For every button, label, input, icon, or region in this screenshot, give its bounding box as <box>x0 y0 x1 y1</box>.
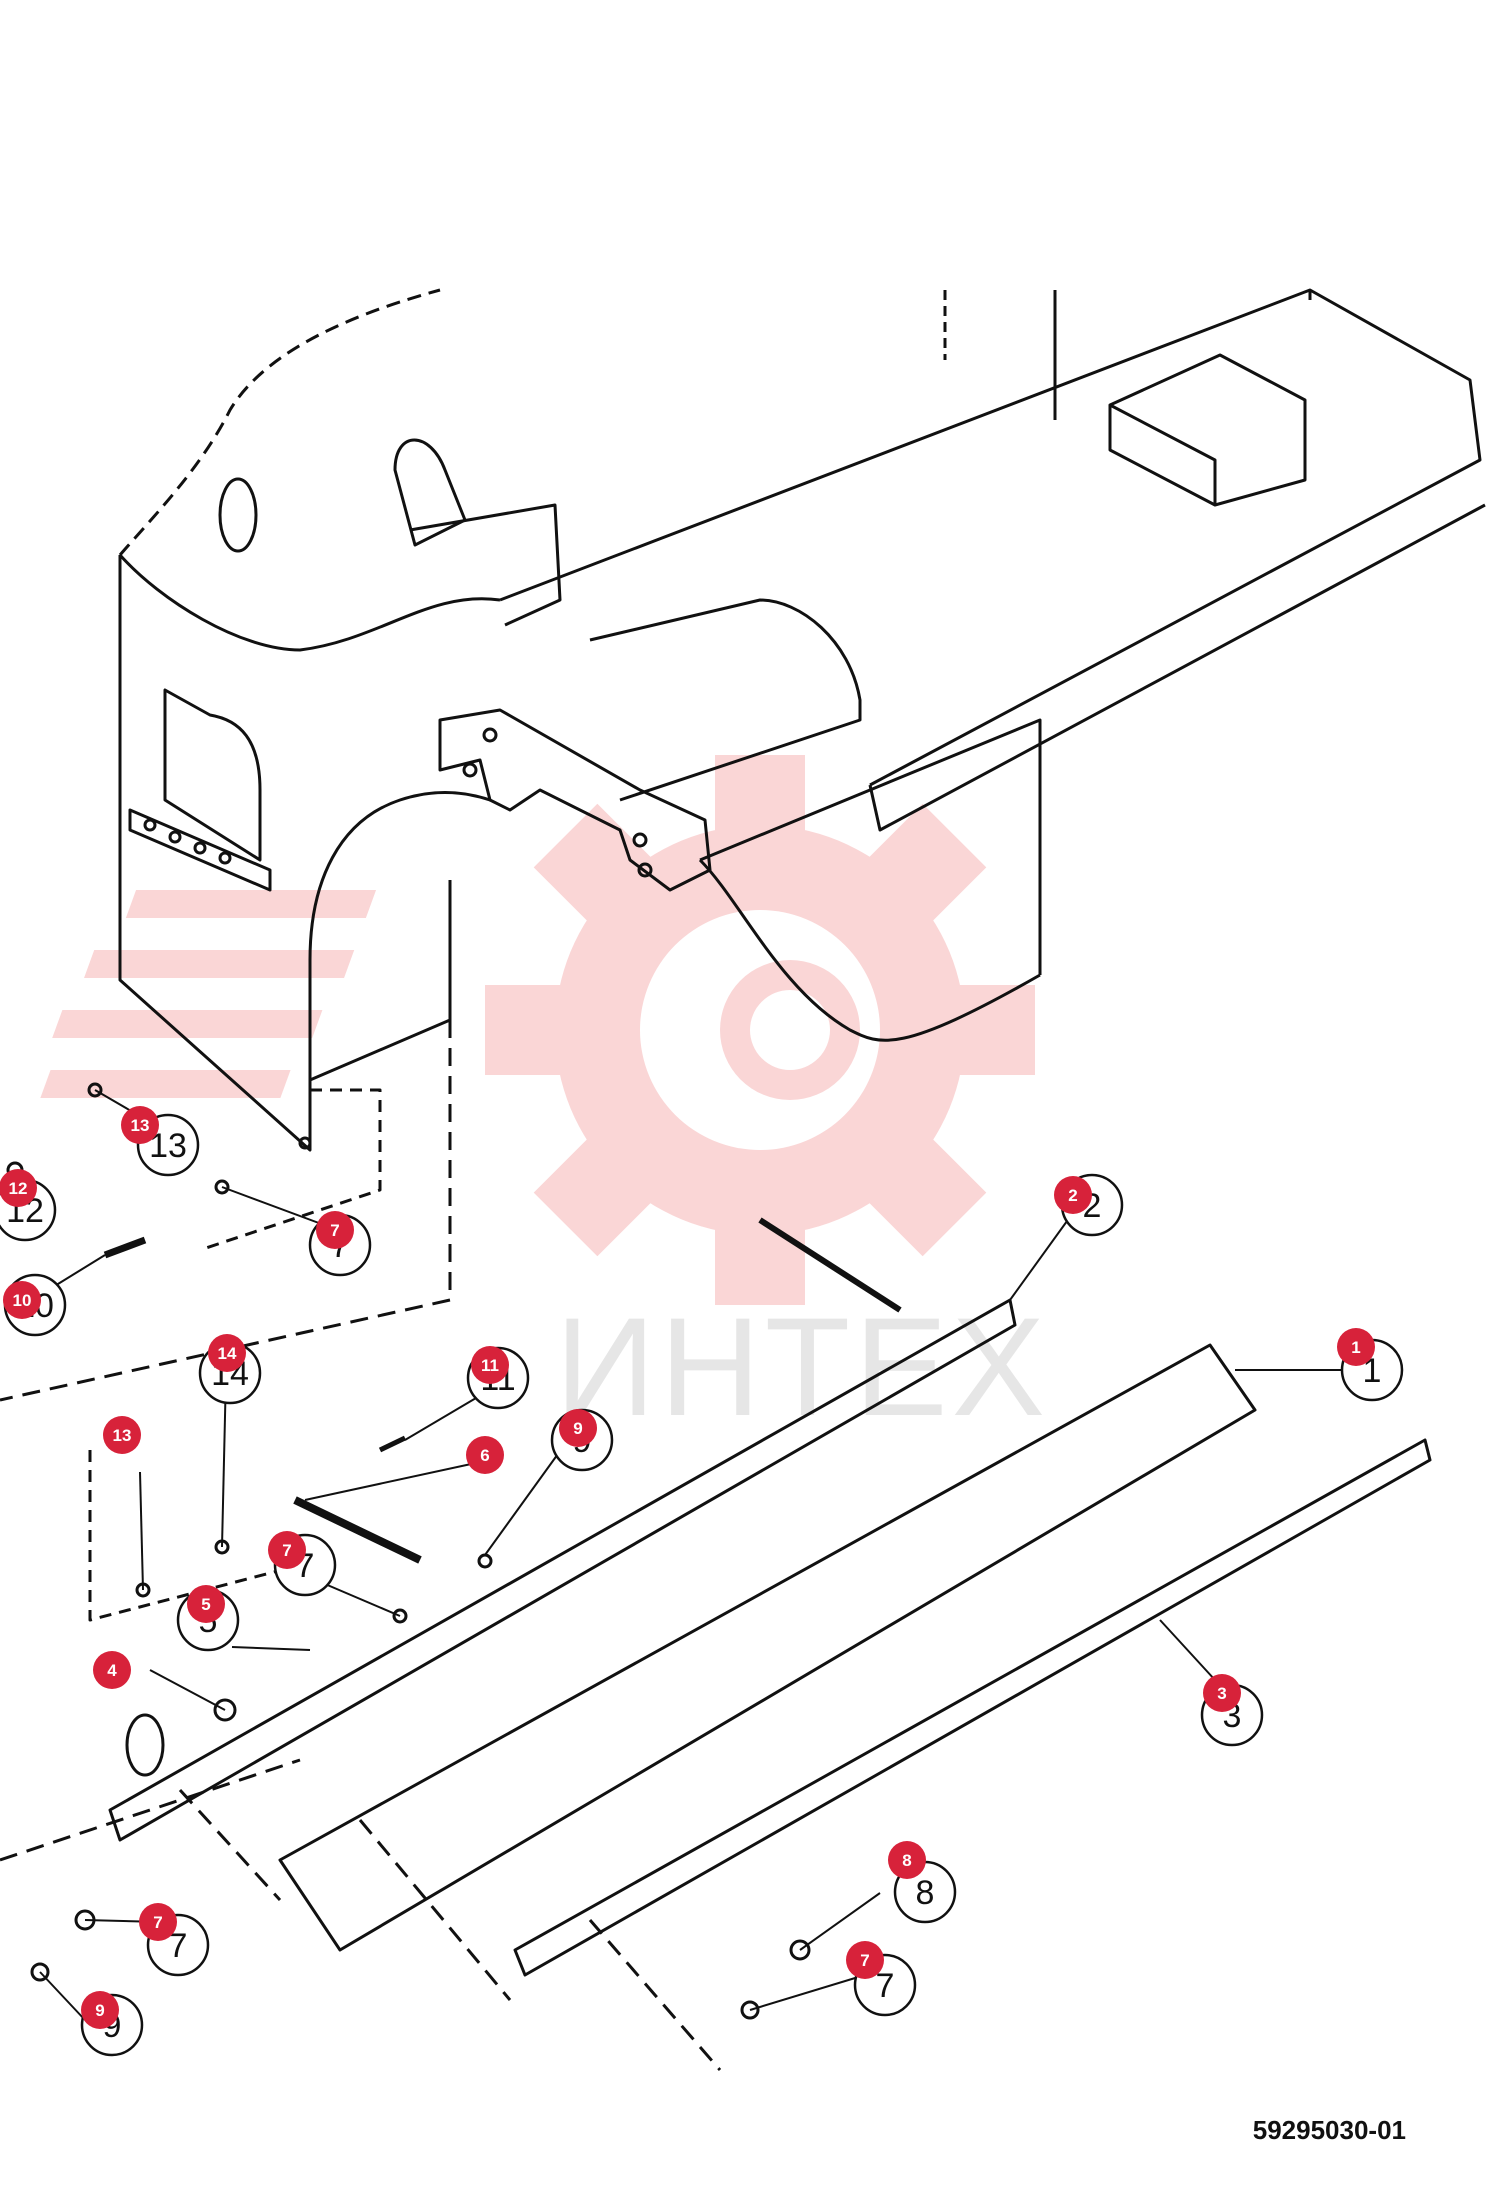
callout-badge[interactable] <box>139 1903 177 1941</box>
callout-badge[interactable] <box>81 1991 119 2029</box>
callout-badge-number: 10 <box>13 1291 32 1310</box>
callout-7a: 77 <box>308 1211 372 1277</box>
callout-9b: 99 <box>80 1991 144 2057</box>
callout-7c: 77 <box>139 1903 210 1977</box>
callout-3: 33 <box>1200 1674 1264 1747</box>
watermark-gear-icon <box>40 755 1035 1305</box>
callout-badge-number: 7 <box>860 1951 869 1970</box>
ring-part-4 <box>125 1713 165 1777</box>
callout-badge-number: 13 <box>131 1116 150 1135</box>
callout-badge-number: 12 <box>9 1179 28 1198</box>
callout-badge[interactable] <box>1203 1674 1241 1712</box>
callout-badge[interactable] <box>121 1106 159 1144</box>
callout-badge-number: 7 <box>330 1221 339 1240</box>
callout-7d: 77 <box>846 1941 917 2017</box>
callout-10: 1010 <box>3 1273 67 1337</box>
callout-6: 6 <box>466 1436 504 1474</box>
callout-badge[interactable] <box>466 1436 504 1474</box>
callout-7b: 77 <box>268 1531 337 1597</box>
callout-badge-number: 9 <box>95 2001 104 2020</box>
callout-badge[interactable] <box>559 1409 597 1447</box>
callout-badge[interactable] <box>1054 1176 1092 1214</box>
strip-part-2 <box>108 1298 1017 1842</box>
callout-badge[interactable] <box>93 1651 131 1689</box>
drawing-code: 59295030-01 <box>1252 2115 1406 2145</box>
callout-2: 22 <box>1054 1173 1124 1237</box>
callout-9a: 99 <box>550 1408 614 1472</box>
leader-lines <box>14 1089 1355 2021</box>
callout-label: 7 <box>876 1967 895 2005</box>
callout-badge-number: 4 <box>107 1661 117 1680</box>
callout-badge[interactable] <box>471 1346 509 1384</box>
rod-part-6 <box>293 1496 422 1564</box>
callout-badge[interactable] <box>316 1211 354 1249</box>
callout-13b: 13 <box>103 1416 141 1454</box>
watermark-text: ИНТЕХ <box>555 1288 1049 1445</box>
callout-5: 55 <box>176 1585 240 1652</box>
callout-badge-number: 8 <box>902 1851 911 1870</box>
callout-badge-number: 3 <box>1217 1684 1226 1703</box>
callout-badge[interactable] <box>888 1841 926 1879</box>
callout-badge[interactable] <box>187 1585 225 1623</box>
callout-badge[interactable] <box>3 1281 41 1319</box>
callout-badge-number: 11 <box>481 1356 499 1375</box>
callout-badge[interactable] <box>103 1416 141 1454</box>
plate-part-1 <box>278 1343 1257 1952</box>
main-frame <box>0 288 1486 2071</box>
callout-badge-number: 2 <box>1068 1186 1077 1205</box>
callout-badge-number: 6 <box>480 1446 489 1465</box>
callout-badge-number: 7 <box>153 1913 162 1932</box>
strips <box>6 1082 1432 2020</box>
callout-badge-number: 13 <box>113 1426 132 1445</box>
callout-badge-number: 9 <box>573 1419 582 1438</box>
callout-1: 11 <box>1337 1328 1404 1402</box>
callout-badge[interactable] <box>208 1334 246 1372</box>
strip-part-3 <box>513 1438 1432 1977</box>
callout-label: 7 <box>169 1927 188 1965</box>
callout-badge-number: 7 <box>282 1541 291 1560</box>
callout-badge-number: 1 <box>1351 1338 1360 1357</box>
callout-badge[interactable] <box>0 1169 37 1207</box>
callout-8: 88 <box>888 1841 957 1924</box>
callout-11: 1111 <box>466 1346 530 1410</box>
callouts: 1122334556777777778899991010111112121313… <box>0 1106 1404 2057</box>
callout-badge-number: 5 <box>201 1595 210 1614</box>
callout-badge[interactable] <box>846 1941 884 1979</box>
callout-4: 4 <box>93 1651 131 1689</box>
callout-badge[interactable] <box>1337 1328 1375 1366</box>
callout-label: 8 <box>916 1874 935 1912</box>
callout-badge[interactable] <box>268 1531 306 1569</box>
callout-badge-number: 14 <box>218 1344 237 1363</box>
